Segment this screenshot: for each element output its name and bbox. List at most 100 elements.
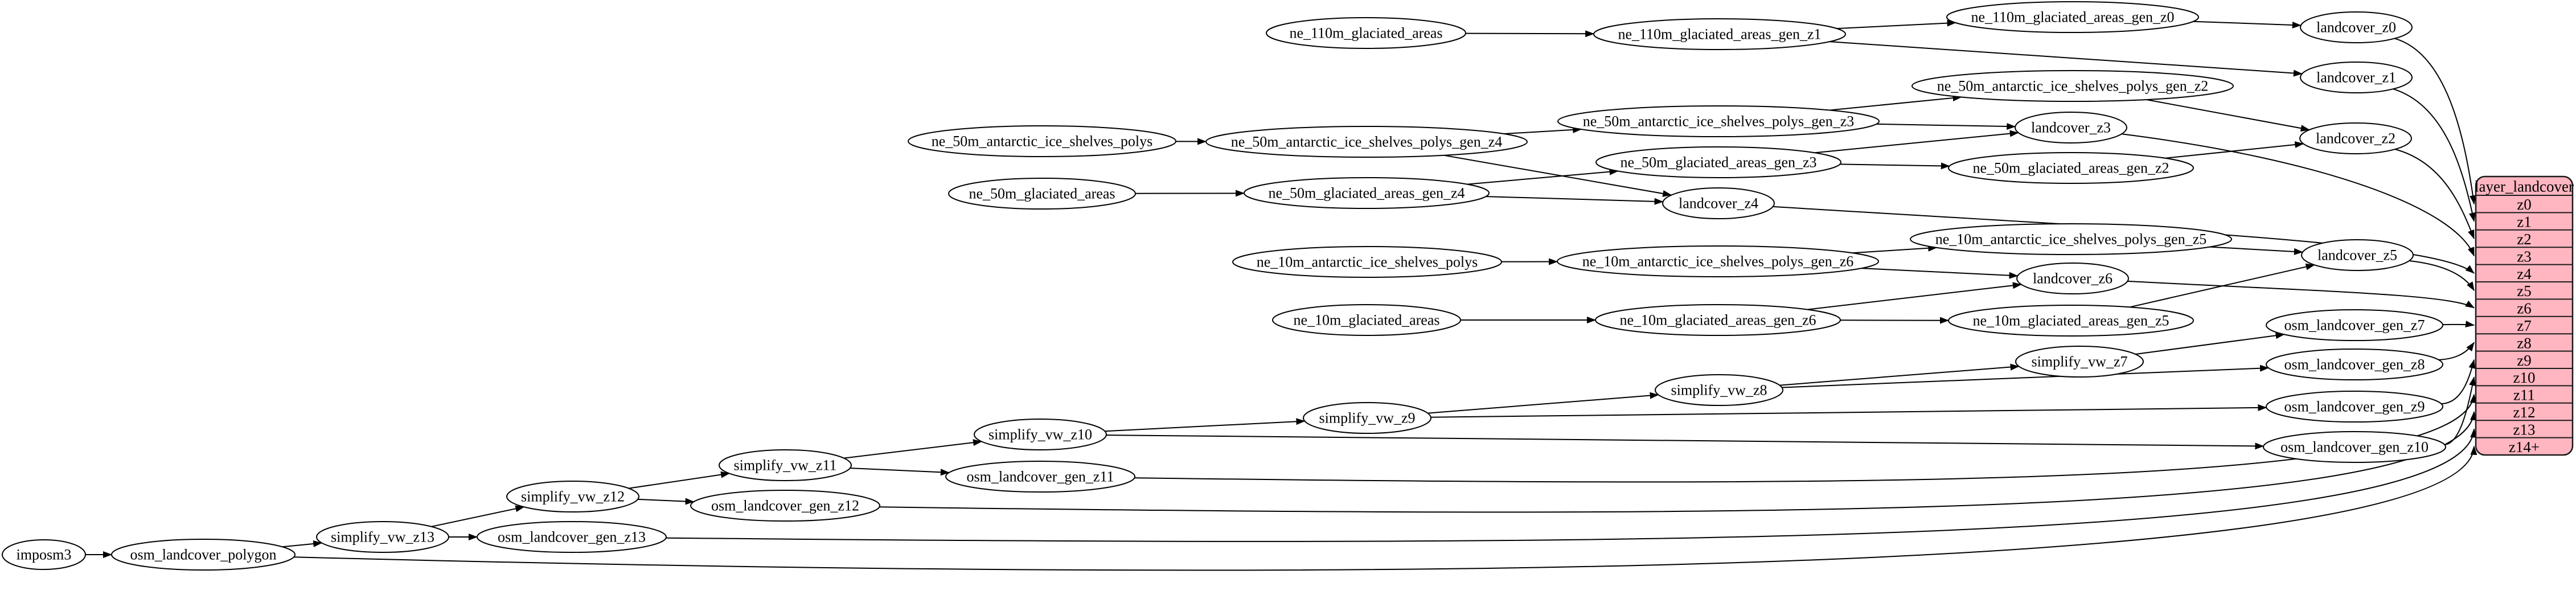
node-ne_10m_glaciated_areas: ne_10m_glaciated_areas [1272, 304, 1461, 336]
node-landcover_z4: landcover_z4 [1662, 187, 1775, 219]
node-label-landcover_z1: landcover_z1 [2316, 69, 2396, 86]
node-ellipse-landcover_z0 [2300, 11, 2413, 43]
node-label-osm_landcover_gen_z7: osm_landcover_gen_z7 [2284, 317, 2425, 334]
node-ellipse-ne_10m_glaciated_areas_gen_z5 [1948, 305, 2194, 337]
node-ellipse-ne_110m_glaciated_areas_gen_z0 [1946, 1, 2199, 33]
node-ne_50m_antarctic_ice_shelves_polys_gen_z2: ne_50m_antarctic_ice_shelves_polys_gen_z… [1912, 70, 2234, 102]
edge-simplify_vw_z9-to-osm_landcover_gen_z9 [1430, 404, 2267, 418]
node-simplify_vw_z9: simplify_vw_z9 [1303, 402, 1431, 434]
node-label-simplify_vw_z9: simplify_vw_z9 [1319, 410, 1416, 427]
node-ellipse-ne_110m_glaciated_areas_gen_z1 [1593, 18, 1846, 50]
node-ellipse-ne_10m_glaciated_areas [1272, 304, 1461, 336]
edge-ne_50m_antarctic_ice_shelves_polys_gen_z4-to-ne_50m_antarctic_ice_shelves_polys_gen_z3 [1503, 126, 1582, 134]
table-row-z8: z8 [2517, 334, 2531, 351]
node-label-osm_landcover_gen_z11: osm_landcover_gen_z11 [967, 469, 1114, 485]
node-ne_110m_glaciated_areas: ne_110m_glaciated_areas [1266, 17, 1466, 49]
node-landcover_z1: landcover_z1 [2300, 61, 2413, 93]
node-ellipse-ne_50m_glaciated_areas_gen_z2 [1948, 152, 2194, 184]
node-ellipse-ne_50m_antarctic_ice_shelves_polys_gen_z4 [1205, 126, 1528, 158]
node-ne_50m_antarctic_ice_shelves_polys: ne_50m_antarctic_ice_shelves_polys [908, 125, 1176, 157]
node-ellipse-osm_landcover_gen_z9 [2266, 391, 2443, 423]
edge-ne_10m_glaciated_areas_gen_z6-to-landcover_z6 [1807, 282, 2022, 310]
node-ne_50m_glaciated_areas: ne_50m_glaciated_areas [948, 178, 1136, 210]
node-ne_10m_antarctic_ice_shelves_polys: ne_10m_antarctic_ice_shelves_polys [1232, 246, 1502, 278]
node-label-ne_110m_glaciated_areas_gen_z0: ne_110m_glaciated_areas_gen_z0 [1971, 9, 2174, 26]
edge-ne_50m_glaciated_areas_gen_z4-to-landcover_z4 [1486, 196, 1664, 205]
node-ellipse-ne_10m_glaciated_areas_gen_z6 [1595, 304, 1841, 336]
node-label-ne_10m_antarctic_ice_shelves_polys: ne_10m_antarctic_ice_shelves_polys [1257, 254, 1478, 270]
node-ellipse-ne_10m_antarctic_ice_shelves_polys_gen_z5 [1910, 223, 2232, 255]
node-ne_10m_glaciated_areas_gen_z6: ne_10m_glaciated_areas_gen_z6 [1595, 304, 1841, 336]
table-row-z14-plus: z14+ [2509, 438, 2540, 456]
node-label-simplify_vw_z11: simplify_vw_z11 [733, 457, 836, 474]
node-landcover_z2: landcover_z2 [2299, 122, 2412, 154]
edge-ne_110m_glaciated_areas_gen_z1-to-landcover_z1 [1830, 41, 2303, 77]
edge-simplify_vw_z8-to-simplify_vw_z7 [1779, 363, 2020, 386]
node-label-osm_landcover_polygon: osm_landcover_polygon [130, 547, 276, 563]
edge-ne_50m_antarctic_ice_shelves_polys_gen_z2-to-landcover_z2 [2146, 99, 2310, 132]
edge-landcover_z1-to-layer-z1 [2393, 88, 2476, 222]
table-row-z2: z2 [2517, 231, 2531, 248]
edges-layer [85, 19, 2477, 571]
node-ne_50m_glaciated_areas_gen_z3: ne_50m_glaciated_areas_gen_z3 [1595, 146, 1841, 178]
edge-ne_10m_antarctic_ice_shelves_polys_gen_z5-to-landcover_z5 [2209, 246, 2303, 255]
edge-ne_10m_antarctic_ice_shelves_polys_gen_z6-to-landcover_z6 [1861, 268, 2019, 279]
node-ellipse-landcover_z3 [2015, 112, 2127, 143]
table-row-z13: z13 [2513, 421, 2536, 438]
edge-simplify_vw_z10-to-osm_landcover_gen_z10 [1106, 434, 2265, 450]
node-simplify_vw_z11: simplify_vw_z11 [719, 449, 852, 481]
node-ellipse-osm_landcover_gen_z12 [690, 490, 880, 522]
edge-simplify_vw_z12-to-osm_landcover_gen_z12 [638, 498, 695, 505]
nodes-layer: imposm3 osm_landcover_polygon simplify_vw_… [2, 1, 2446, 571]
node-ellipse-simplify_vw_z10 [974, 419, 1107, 450]
node-ellipse-ne_50m_antarctic_ice_shelves_polys [908, 125, 1176, 157]
node-ne_50m_antarctic_ice_shelves_polys_gen_z4: ne_50m_antarctic_ice_shelves_polys_gen_z… [1205, 126, 1528, 158]
table-header-label: layer_landcover [2475, 178, 2574, 195]
node-osm_landcover_gen_z10: osm_landcover_gen_z10 [2263, 431, 2446, 463]
node-ellipse-ne_50m_glaciated_areas_gen_z3 [1595, 146, 1841, 178]
edge-ne_50m_glaciated_areas_gen_z2-to-landcover_z2 [2165, 141, 2304, 159]
node-label-ne_50m_glaciated_areas_gen_z3: ne_50m_glaciated_areas_gen_z3 [1620, 154, 1816, 171]
node-label-ne_10m_glaciated_areas_gen_z5: ne_10m_glaciated_areas_gen_z5 [1972, 313, 2169, 329]
node-label-landcover_z4: landcover_z4 [1679, 195, 1758, 212]
edge-simplify_vw_z11-to-simplify_vw_z10 [843, 439, 982, 459]
node-ellipse-osm_landcover_polygon [111, 539, 296, 571]
edge-landcover_z0-to-layer-z0 [2394, 38, 2476, 205]
edge-simplify_vw_z12-to-simplify_vw_z11 [628, 471, 730, 489]
node-label-ne_10m_glaciated_areas: ne_10m_glaciated_areas [1294, 312, 1440, 329]
node-ne_50m_glaciated_areas_gen_z4: ne_50m_glaciated_areas_gen_z4 [1244, 177, 1490, 209]
node-imposm3: imposm3 [2, 539, 86, 570]
table-row-z10: z10 [2513, 369, 2536, 386]
node-label-simplify_vw_z13: simplify_vw_z13 [331, 529, 434, 546]
node-landcover_z5: landcover_z5 [2301, 239, 2414, 271]
node-ellipse-simplify_vw_z7 [2015, 346, 2144, 378]
node-label-ne_50m_glaciated_areas_gen_z2: ne_50m_glaciated_areas_gen_z2 [1972, 160, 2169, 177]
edge-ne_50m_antarctic_ice_shelves_polys_gen_z3-to-landcover_z3 [1876, 123, 2016, 130]
edge-simplify_vw_z9-to-simplify_vw_z8 [1428, 392, 1659, 414]
node-osm_landcover_gen_z12: osm_landcover_gen_z12 [690, 490, 880, 522]
node-label-ne_110m_glaciated_areas_gen_z1: ne_110m_glaciated_areas_gen_z1 [1618, 26, 1821, 43]
edge-ne_50m_antarctic_ice_shelves_polys_gen_z3-to-ne_50m_antarctic_ice_shelves_polys_gen_z2 [1830, 95, 1962, 111]
node-ellipse-simplify_vw_z13 [316, 521, 449, 553]
edge-landcover_z5-to-layer-z5 [2409, 260, 2475, 292]
node-ellipse-ne_50m_antarctic_ice_shelves_polys_gen_z2 [1912, 70, 2234, 102]
node-label-osm_landcover_gen_z8: osm_landcover_gen_z8 [2284, 356, 2425, 373]
edge-simplify_vw_z13-to-simplify_vw_z12 [431, 505, 525, 527]
node-osm_landcover_polygon: osm_landcover_polygon [111, 539, 296, 571]
node-osm_landcover_gen_z13: osm_landcover_gen_z13 [477, 521, 667, 553]
node-label-ne_10m_glaciated_areas_gen_z6: ne_10m_glaciated_areas_gen_z6 [1619, 312, 1816, 329]
node-ellipse-ne_50m_glaciated_areas [948, 178, 1136, 210]
node-ellipse-simplify_vw_z11 [719, 449, 852, 481]
edge-ne_50m_antarctic_ice_shelves_polys_gen_z4-to-landcover_z4 [1443, 154, 1672, 197]
node-ne_10m_antarctic_ice_shelves_polys_gen_z5: ne_10m_antarctic_ice_shelves_polys_gen_z… [1910, 223, 2232, 255]
table-row-z11: z11 [2513, 387, 2535, 404]
edge-osm_landcover_gen_z10-to-layer-z10 [2444, 376, 2476, 445]
node-label-simplify_vw_z10: simplify_vw_z10 [988, 427, 1092, 443]
node-label-landcover_z6: landcover_z6 [2033, 270, 2113, 287]
node-label-osm_landcover_gen_z9: osm_landcover_gen_z9 [2284, 399, 2425, 415]
node-osm_landcover_gen_z11: osm_landcover_gen_z11 [945, 461, 1135, 493]
node-simplify_vw_z7: simplify_vw_z7 [2015, 346, 2144, 378]
table-row-z3: z3 [2517, 248, 2531, 265]
